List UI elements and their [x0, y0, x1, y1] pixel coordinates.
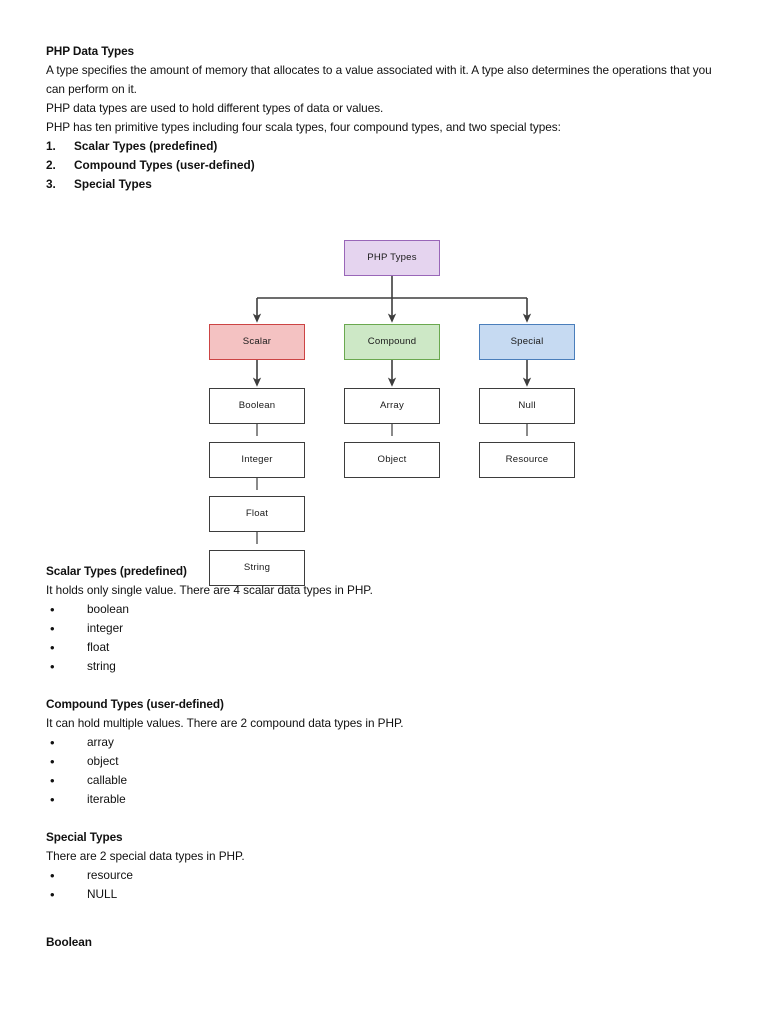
list-item-label: object [87, 754, 119, 768]
diagram-node-root: PHP Types [344, 240, 440, 276]
diagram-node-compound: Compound [344, 324, 440, 360]
bullet-icon: • [50, 659, 55, 674]
numbered-list-item: 3. Special Types [46, 175, 722, 194]
list-item: • string [46, 657, 722, 676]
list-label: Scalar Types (predefined) [74, 139, 218, 153]
list-label: Compound Types (user-defined) [74, 158, 255, 172]
primitive-types-numbered-list: 1. Scalar Types (predefined) 2. Compound… [46, 137, 722, 194]
list-item: • iterable [46, 790, 722, 809]
diagram-leaf-string: String [209, 550, 305, 586]
diagram-leaf-boolean: Boolean [209, 388, 305, 424]
intro-paragraph-1: A type specifies the amount of memory th… [46, 63, 712, 96]
diagram-node-scalar: Scalar [209, 324, 305, 360]
bullet-icon: • [50, 887, 55, 902]
list-item-label: array [87, 735, 114, 749]
diagram-leaf-object: Object [344, 442, 440, 478]
diagram-leaf-integer: Integer [209, 442, 305, 478]
list-item: • object [46, 752, 722, 771]
section-heading-compound: Compound Types (user-defined) [46, 697, 224, 711]
list-item-label: boolean [87, 602, 129, 616]
bullet-icon: • [50, 735, 55, 750]
diagram-leaf-array: Array [344, 388, 440, 424]
list-item-label: integer [87, 621, 124, 635]
numbered-list-item: 2. Compound Types (user-defined) [46, 156, 722, 175]
intro-paragraph-2: PHP data types are used to hold differen… [46, 101, 384, 115]
diagram-leaf-float: Float [209, 496, 305, 532]
list-item-label: resource [87, 868, 133, 882]
list-item: • array [46, 733, 722, 752]
list-item: • integer [46, 619, 722, 638]
list-item: • callable [46, 771, 722, 790]
list-item-label: string [87, 659, 116, 673]
bullet-icon: • [50, 868, 55, 883]
list-item-label: iterable [87, 792, 126, 806]
diagram-leaf-resource: Resource [479, 442, 575, 478]
section-heading-scalar: Scalar Types (predefined) [46, 564, 187, 578]
section-heading-boolean: Boolean [46, 935, 92, 949]
section-description-compound: It can hold multiple values. There are 2… [46, 716, 404, 730]
bullet-list-scalar: • boolean • integer • float • string [46, 600, 722, 676]
page-title: PHP Data Types [46, 44, 134, 58]
section-description-special: There are 2 special data types in PHP. [46, 849, 245, 863]
diagram-node-special: Special [479, 324, 575, 360]
bullet-icon: • [50, 621, 55, 636]
list-item: • float [46, 638, 722, 657]
bullet-list-compound: • array • object • callable • iterable [46, 733, 722, 809]
bullet-icon: • [50, 640, 55, 655]
list-item: • resource [46, 866, 722, 885]
php-types-tree-diagram: PHP Types Scalar Compound Special Boolea… [46, 232, 718, 586]
list-label: Special Types [74, 177, 152, 191]
bullet-icon: • [50, 792, 55, 807]
bullet-icon: • [50, 773, 55, 788]
list-item-label: callable [87, 773, 128, 787]
bullet-list-special: • resource • NULL [46, 866, 722, 904]
section-heading-special: Special Types [46, 830, 123, 844]
list-number: 2. [46, 158, 56, 172]
list-item-label: NULL [87, 887, 118, 901]
list-number: 1. [46, 139, 56, 153]
section-description-scalar: It holds only single value. There are 4 … [46, 583, 373, 597]
list-item-label: float [87, 640, 110, 654]
numbered-list-item: 1. Scalar Types (predefined) [46, 137, 722, 156]
bullet-icon: • [50, 754, 55, 769]
diagram-connectors [252, 276, 532, 544]
list-number: 3. [46, 177, 56, 191]
list-item: • NULL [46, 885, 722, 904]
list-item: • boolean [46, 600, 722, 619]
diagram-leaf-null: Null [479, 388, 575, 424]
bullet-icon: • [50, 602, 55, 617]
intro-paragraph-3: PHP has ten primitive types including fo… [46, 120, 561, 134]
